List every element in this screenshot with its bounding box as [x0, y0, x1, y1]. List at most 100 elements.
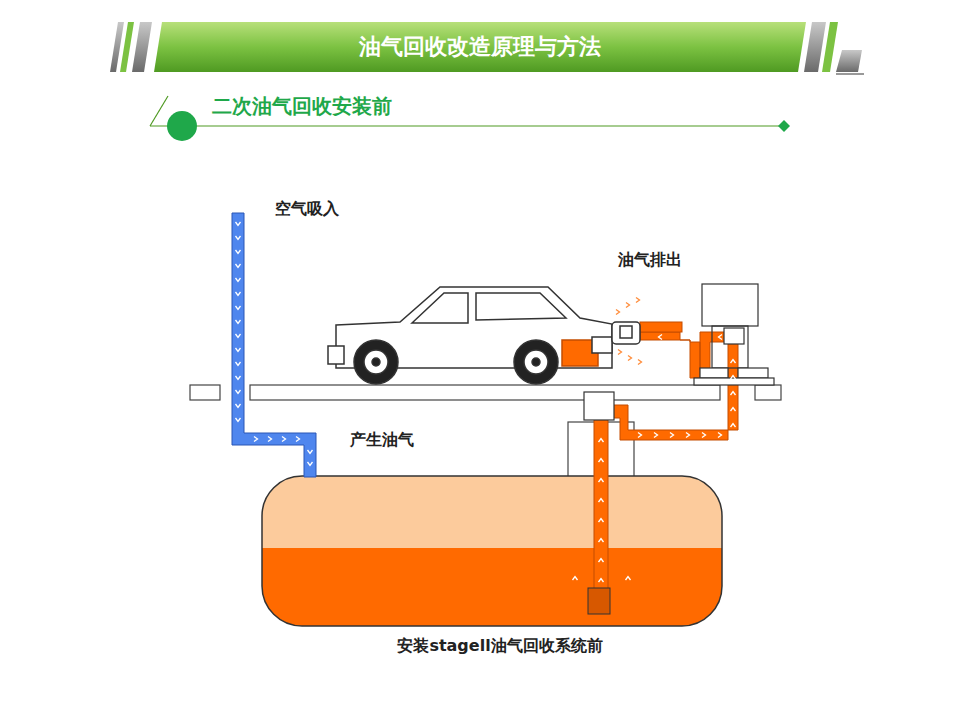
flow-chevron	[236, 222, 241, 226]
flow-chevron	[236, 292, 241, 296]
banner-bar	[154, 22, 806, 72]
wheel	[354, 340, 398, 384]
flow-chevron	[636, 298, 640, 303]
car-window	[476, 293, 566, 320]
flow-chevron	[628, 356, 632, 361]
flow-chevron	[599, 519, 604, 523]
hub	[524, 350, 548, 374]
dispenser	[694, 284, 774, 385]
rule	[150, 96, 168, 126]
flow-chevron	[638, 360, 642, 365]
flow-chevron	[618, 350, 622, 355]
slash	[132, 22, 152, 72]
flow-chevron	[654, 433, 658, 438]
car	[328, 287, 640, 384]
suction-pipe	[594, 418, 608, 590]
flow-chevron	[599, 459, 604, 463]
dispenser-base	[738, 368, 768, 378]
flow-chevron	[659, 335, 663, 340]
bumper	[328, 346, 344, 364]
nozzle-grip	[620, 326, 632, 338]
flow-chevron	[702, 433, 706, 438]
flow-chevron	[308, 462, 313, 466]
flow-chevron	[599, 439, 604, 443]
flow-chevron	[626, 577, 631, 581]
flow-chevron	[254, 437, 258, 442]
hub-centre	[532, 358, 540, 366]
flow-chevron	[599, 499, 604, 503]
flow-label: 油气排出	[618, 250, 682, 269]
wheel	[514, 340, 558, 384]
flow-chevron	[236, 390, 241, 394]
rule	[150, 125, 784, 126]
flow-chevron	[599, 579, 604, 583]
flow-chevron	[573, 577, 578, 581]
dispenser-base	[700, 368, 728, 378]
flow-chevron	[731, 392, 736, 396]
storage-tank	[262, 476, 722, 628]
flow-chevron	[719, 335, 723, 340]
slab-end	[755, 385, 781, 400]
pump-head	[588, 588, 610, 614]
banner	[110, 22, 864, 74]
banner-title: 油气回收改造原理与方法	[359, 34, 601, 60]
flow-marks	[236, 222, 736, 582]
flow-chevron	[731, 424, 736, 428]
flow-chevron	[236, 250, 241, 254]
flow-chevron	[599, 559, 604, 563]
flow-chevron	[236, 334, 241, 338]
air-pipe	[232, 213, 316, 477]
slash	[120, 22, 134, 72]
slab-end	[190, 385, 220, 400]
flow-chevron	[718, 433, 722, 438]
slash	[804, 22, 826, 72]
flow-chevron	[236, 236, 241, 240]
flow-chevron	[599, 479, 604, 483]
end-diamond	[778, 120, 790, 132]
flow-chevron	[670, 433, 674, 438]
meter-box	[724, 328, 744, 344]
flow-chevron	[308, 450, 313, 454]
slash	[836, 50, 862, 72]
flow-chevron	[236, 404, 241, 408]
flow-chevron	[626, 303, 630, 308]
fuel-liquid	[262, 548, 722, 626]
flow-chevron	[282, 437, 286, 442]
flow-chevron	[236, 418, 241, 422]
flow-chevron	[296, 437, 300, 442]
flow-chevron	[236, 320, 241, 324]
dispenser-pump	[584, 392, 614, 420]
flow-chevron	[731, 360, 736, 364]
dispenser-head	[702, 284, 758, 326]
flow-chevron	[616, 310, 620, 315]
island	[694, 378, 774, 385]
vent-pipe	[232, 213, 316, 477]
dispenser-body	[712, 326, 748, 368]
section-subtitle: 二次油气回收安装前	[212, 94, 392, 118]
flow-chevron	[638, 433, 642, 438]
hose-end	[640, 322, 682, 332]
hub	[364, 350, 388, 374]
flow-chevron	[236, 348, 241, 352]
flow-chevron	[236, 376, 241, 380]
underline	[836, 73, 864, 75]
flow-chevron	[236, 278, 241, 282]
flow-chevron	[599, 539, 604, 543]
flow-label: 产生油气	[350, 430, 414, 449]
flow-chevron	[236, 362, 241, 366]
nozzle-hose	[640, 332, 738, 378]
flow-chevron	[236, 306, 241, 310]
figure-caption: 安装stagell油气回收系统前	[397, 636, 602, 655]
supply-line	[612, 340, 738, 440]
car-window	[412, 293, 468, 323]
flow-chevron	[731, 376, 736, 380]
flow-chevron	[236, 264, 241, 268]
hub-centre	[372, 358, 380, 366]
flow-chevron	[268, 437, 272, 442]
flow-chevron	[731, 408, 736, 412]
nozzle	[612, 322, 640, 344]
forecourt-slab	[250, 385, 720, 400]
slash	[822, 22, 838, 72]
